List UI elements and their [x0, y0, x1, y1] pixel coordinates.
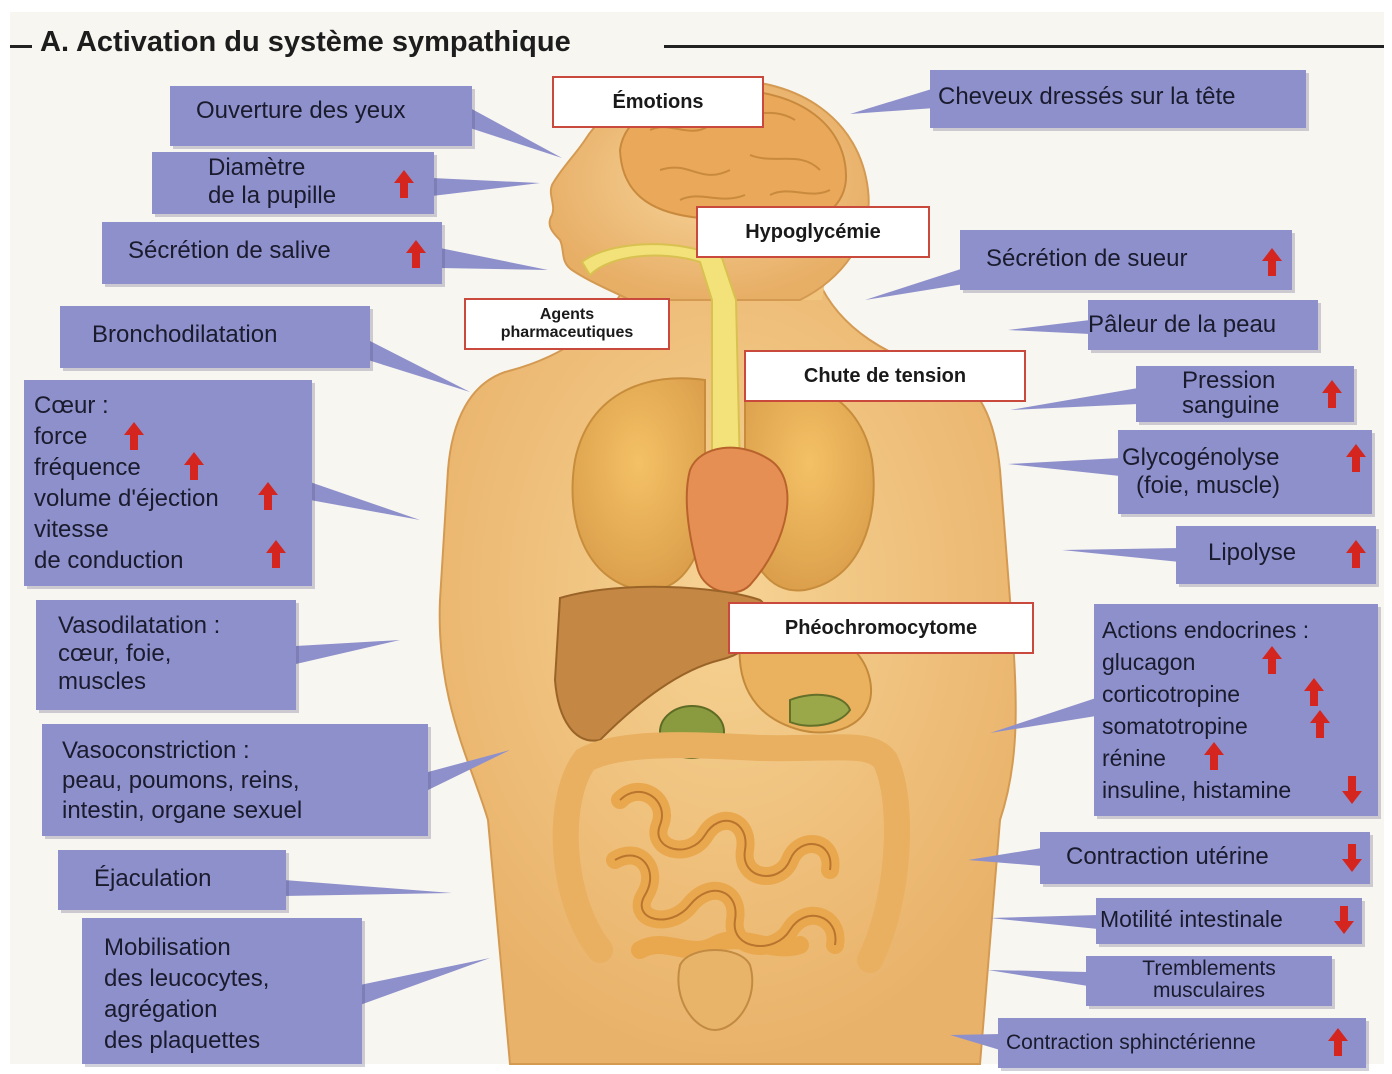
trigger-chute-label: Chute de tension — [804, 365, 966, 388]
label-sueur: Sécrétion de sueur — [986, 244, 1187, 274]
arrow-up-conduction — [266, 540, 286, 568]
label-pupille-2: de la pupille — [208, 182, 336, 210]
label-coeur-frequence: fréquence — [34, 452, 141, 483]
label-vasodil-2: cœur, foie, — [58, 640, 171, 668]
box-sphincterienne: Contraction sphinctérienne — [998, 1018, 1366, 1068]
trigger-emotions: Émotions — [552, 76, 764, 128]
box-ejaculation: Éjaculation — [58, 850, 286, 910]
arrow-up-pression — [1322, 380, 1342, 408]
label-mobil-3: agrégation — [104, 994, 217, 1025]
arrow-up-lipolyse — [1346, 540, 1366, 568]
label-tremb-2: musculaires — [1086, 980, 1332, 1002]
trigger-agents-line1: Agents — [540, 306, 594, 324]
label-paleur: Pâleur de la peau — [1088, 310, 1276, 340]
label-coeur-conduction: de conduction — [34, 545, 183, 576]
arrow-up-somatotropine — [1310, 710, 1330, 738]
label-bronchodilatation: Bronchodilatation — [92, 320, 277, 350]
label-motilite: Motilité intestinale — [1100, 904, 1283, 934]
label-endo-cortico: corticotropine — [1102, 678, 1240, 710]
box-pression: Pression sanguine — [1136, 366, 1354, 422]
box-motilite: Motilité intestinale — [1096, 898, 1362, 944]
box-vasoconstriction: Vasoconstriction : peau, poumons, reins,… — [42, 724, 428, 836]
box-bronchodilatation: Bronchodilatation — [60, 306, 370, 368]
label-cheveux: Cheveux dressés sur la tête — [938, 82, 1235, 112]
arrow-up-sphincterienne — [1328, 1028, 1348, 1056]
trigger-pheochromocytome: Phéochromocytome — [728, 602, 1034, 654]
label-ouverture-yeux: Ouverture des yeux — [196, 96, 405, 126]
trigger-hypoglycemie-label: Hypoglycémie — [745, 221, 881, 244]
arrow-up-renine — [1204, 742, 1224, 770]
label-endo-somato: somatotropine — [1102, 710, 1248, 742]
label-coeur-force: force — [34, 421, 87, 452]
arrow-up-corticotropine — [1304, 678, 1324, 706]
box-sueur: Sécrétion de sueur — [960, 230, 1292, 290]
label-vasocon-3: intestin, organe sexuel — [62, 796, 302, 826]
trigger-pheo-label: Phéochromocytome — [785, 617, 977, 640]
box-ouverture-yeux: Ouverture des yeux — [170, 86, 472, 146]
label-vasodil-1: Vasodilatation : — [58, 612, 220, 640]
box-lipolyse: Lipolyse — [1176, 526, 1376, 584]
label-coeur-volume: volume d'éjection — [34, 483, 219, 514]
arrow-down-motilite — [1334, 906, 1354, 934]
arrow-up-pupille — [394, 170, 414, 198]
arrow-up-salive — [406, 240, 426, 268]
label-coeur-title: Cœur : — [34, 390, 109, 421]
trigger-agents: Agents pharmaceutiques — [464, 298, 670, 350]
arrow-up-force — [124, 422, 144, 450]
label-glyco-2: (foie, muscle) — [1136, 472, 1280, 500]
arrow-down-insuline — [1342, 776, 1362, 804]
arrow-up-frequence — [184, 452, 204, 480]
label-pupille-1: Diamètre — [208, 154, 305, 182]
box-paleur: Pâleur de la peau — [1088, 300, 1318, 350]
box-tremblements: Tremblements musculaires — [1086, 956, 1332, 1006]
trigger-hypoglycemie: Hypoglycémie — [696, 206, 930, 258]
label-vasodil-3: muscles — [58, 668, 146, 696]
box-coeur: Cœur : force fréquence volume d'éjection… — [24, 380, 312, 586]
arrow-up-volume — [258, 482, 278, 510]
box-glycogenolyse: Glycogénolyse (foie, muscle) — [1118, 430, 1372, 514]
arrow-down-uterine — [1342, 844, 1362, 872]
label-mobil-1: Mobilisation — [104, 932, 231, 963]
label-ejaculation: Éjaculation — [94, 864, 211, 894]
label-pression-1: Pression — [1182, 368, 1275, 393]
label-lipolyse: Lipolyse — [1208, 538, 1296, 568]
arrow-up-glucagon — [1262, 646, 1282, 674]
trigger-chute-tension: Chute de tension — [744, 350, 1026, 402]
box-cheveux: Cheveux dressés sur la tête — [930, 70, 1306, 128]
arrow-up-sueur — [1262, 248, 1282, 276]
trigger-agents-line2: pharmaceutiques — [501, 324, 633, 342]
label-sphincterienne: Contraction sphinctérienne — [1006, 1028, 1256, 1058]
box-contraction-uterine: Contraction utérine — [1040, 832, 1370, 884]
label-uterine: Contraction utérine — [1066, 842, 1269, 872]
box-mobilisation: Mobilisation des leucocytes, agrégation … — [82, 918, 362, 1064]
label-endo-title: Actions endocrines : — [1102, 614, 1309, 646]
label-salive: Sécrétion de salive — [128, 236, 331, 266]
label-tremb-1: Tremblements — [1086, 958, 1332, 980]
label-vasocon-2: peau, poumons, reins, — [62, 766, 299, 796]
box-diametre-pupille: Diamètre de la pupille — [152, 152, 434, 214]
label-coeur-vitesse: vitesse — [34, 514, 109, 545]
arrow-up-glyco — [1346, 444, 1366, 472]
label-pression-2: sanguine — [1182, 393, 1279, 418]
label-endo-insuline: insuline, histamine — [1102, 774, 1291, 806]
label-endo-glucagon: glucagon — [1102, 646, 1195, 678]
label-glyco-1: Glycogénolyse — [1122, 444, 1279, 472]
trigger-emotions-label: Émotions — [612, 91, 703, 114]
box-salive: Sécrétion de salive — [102, 222, 442, 284]
label-mobil-2: des leucocytes, — [104, 963, 269, 994]
label-vasocon-1: Vasoconstriction : — [62, 736, 250, 766]
label-mobil-4: des plaquettes — [104, 1025, 260, 1056]
box-actions-endocrines: Actions endocrines : glucagon corticotro… — [1094, 604, 1378, 816]
box-vasodilatation: Vasodilatation : cœur, foie, muscles — [36, 600, 296, 710]
label-endo-renine: rénine — [1102, 742, 1166, 774]
